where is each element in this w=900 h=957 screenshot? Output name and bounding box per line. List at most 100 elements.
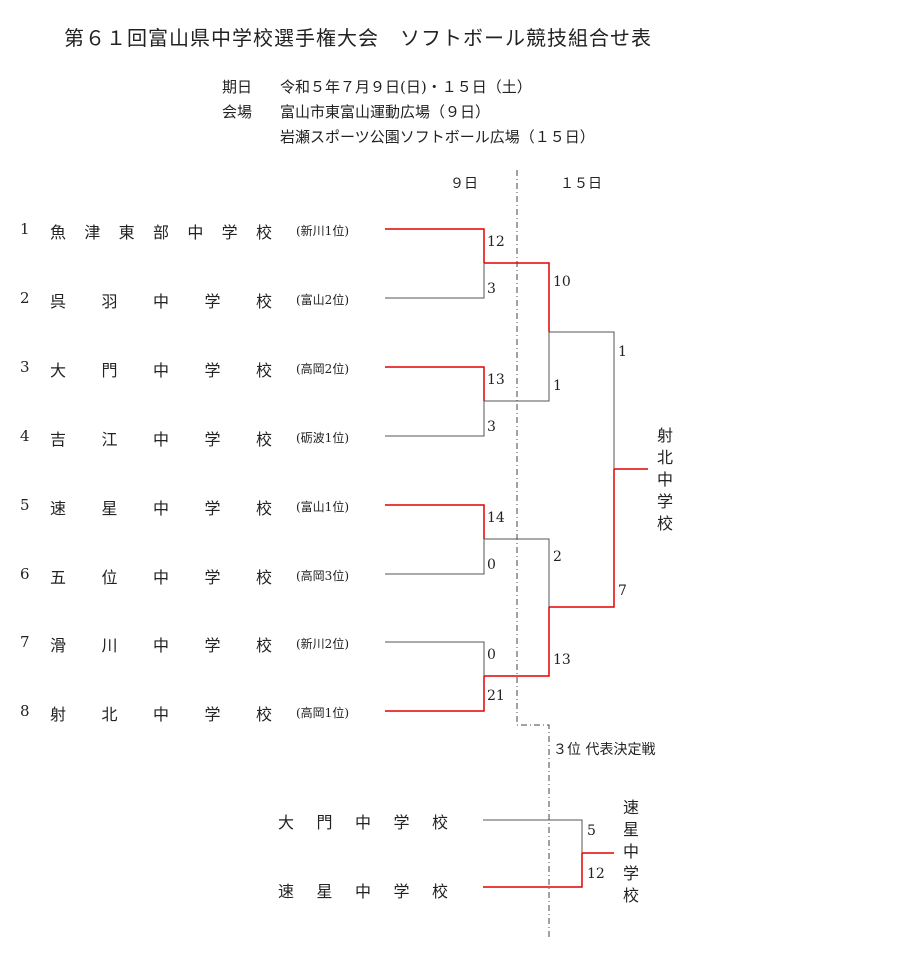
date-label: 期日: [222, 78, 253, 96]
r1-m4-top-line: [385, 641, 485, 676]
team-1-seed: (新川1位): [296, 224, 349, 238]
round-header-day2: １５日: [560, 176, 602, 192]
sf2-top-line: [484, 538, 550, 607]
team-6-char: 中: [152, 568, 169, 587]
tp-team-top-char: 中: [354, 813, 371, 832]
team-8-name: 射 北 中 学 校: [50, 701, 272, 725]
team-3-name: 大 門 中 学 校: [50, 357, 272, 381]
score-r1-m3-top: 14: [487, 510, 505, 526]
sf1-top-line: [484, 262, 550, 332]
team-6-seed: (高岡3位): [296, 569, 349, 583]
team-5-number: 5: [20, 496, 30, 514]
page-title: 第６１回富山県中学校選手権大会 ソフトボール競技組合せ表: [64, 26, 652, 50]
team-1-char: 津: [84, 223, 101, 242]
team-6-char: 位: [101, 568, 118, 587]
r1-m2-top-line: [385, 366, 485, 401]
team-4-char: 学: [204, 430, 221, 449]
team-2-name: 呉 羽 中 学 校: [50, 288, 272, 312]
team-7-char: 滑: [50, 636, 67, 655]
tp-winner-char: 校: [622, 886, 639, 905]
score-sf1-bot: 1: [553, 378, 562, 394]
team-4-char: 中: [152, 430, 169, 449]
team-2-char: 学: [204, 292, 221, 311]
team-5-char: 学: [204, 499, 221, 518]
team-7-char: 中: [152, 636, 169, 655]
score-r1-m1-top: 12: [487, 234, 505, 250]
tp-team-top: 大 門 中 学 校: [278, 809, 448, 833]
team-8-number: 8: [20, 702, 30, 720]
team-6-number: 6: [20, 565, 30, 583]
team-7-name: 滑 川 中 学 校: [50, 632, 272, 656]
venue-label: 会場: [222, 103, 253, 121]
tp-winner-char: 星: [622, 820, 639, 839]
sf1-bot-line: [484, 332, 550, 402]
team-3-char: 学: [204, 361, 221, 380]
score-r1-m4-top: 0: [487, 647, 496, 663]
tp-team-bot: 速 星 中 学 校: [278, 878, 448, 902]
team-8-char: 射: [50, 705, 67, 724]
team-7-seed: (新川2位): [296, 637, 349, 651]
team-3-seed: (高岡2位): [296, 362, 349, 376]
team-1-name: 魚 津 東 部 中 学 校: [50, 219, 272, 243]
third-place-label: ３位 代表決定戦: [553, 742, 656, 758]
champion-name: 射 北 中 学 校: [656, 425, 674, 535]
champion-char: 北: [656, 448, 673, 467]
team-7-char: 校: [255, 636, 272, 655]
team-7-char: 川: [101, 636, 118, 655]
sf2-bot-line: [484, 607, 550, 677]
champion-char: 校: [656, 514, 673, 533]
final-top-line: [549, 331, 615, 469]
team-4-seed: (砺波1位): [296, 431, 349, 445]
score-sf2-top: 2: [553, 549, 562, 565]
tp-score-bot: 12: [587, 866, 605, 882]
champion-char: 学: [656, 492, 673, 511]
score-r1-m4-bot: 21: [487, 688, 505, 704]
team-5-char: 校: [255, 499, 272, 518]
team-1-char: 部: [152, 223, 169, 242]
team-3-char: 大: [50, 361, 67, 380]
tp-winner-char: 学: [622, 864, 639, 883]
tp-team-bot-char: 中: [354, 882, 371, 901]
date-value: 令和５年７月９日(日)・１５日（土）: [280, 78, 532, 96]
team-2-number: 2: [20, 289, 30, 307]
tp-team-top-char: 門: [316, 813, 333, 832]
tp-team-bot-char: 学: [393, 882, 410, 901]
team-1-number: 1: [20, 220, 30, 238]
team-5-name: 速 星 中 学 校: [50, 495, 272, 519]
team-5-seed: (富山1位): [296, 500, 349, 514]
team-6-char: 学: [204, 568, 221, 587]
team-8-seed: (高岡1位): [296, 706, 349, 720]
score-final-bot: 7: [618, 583, 627, 599]
team-8-char: 北: [101, 705, 118, 724]
team-4-char: 校: [255, 430, 272, 449]
r1-m2-bot-line: [385, 401, 485, 437]
score-sf2-bot: 13: [553, 652, 571, 668]
team-2-char: 中: [152, 292, 169, 311]
tp-winner-char: 速: [622, 798, 639, 817]
r1-m1-top-line: [385, 228, 485, 263]
tp-team-top-char: 大: [278, 813, 295, 832]
team-8-char: 学: [204, 705, 221, 724]
venue-value-2: 岩瀬スポーツ公園ソフトボール広場（１５日）: [280, 128, 595, 146]
champion-char: 中: [656, 470, 673, 489]
tp-team-bot-char: 速: [278, 882, 295, 901]
team-7-number: 7: [20, 633, 30, 651]
team-1-char: 東: [118, 223, 135, 242]
r1-m1-bot-line: [385, 263, 485, 299]
tp-team-bot-char: 校: [431, 882, 448, 901]
score-final-top: 1: [618, 344, 627, 360]
team-8-char: 中: [152, 705, 169, 724]
r1-m4-bot-line: [385, 676, 485, 712]
team-4-number: 4: [20, 427, 30, 445]
team-4-char: 江: [101, 430, 118, 449]
team-8-char: 校: [255, 705, 272, 724]
team-5-char: 中: [152, 499, 169, 518]
team-5-char: 星: [101, 499, 118, 518]
team-3-char: 中: [152, 361, 169, 380]
team-1-char: 中: [187, 223, 204, 242]
tp-team-bot-char: 星: [316, 882, 333, 901]
team-1-char: 学: [221, 223, 238, 242]
team-2-char: 呉: [50, 292, 67, 311]
r1-m3-top-line: [385, 504, 485, 539]
tp-score-top: 5: [587, 823, 596, 839]
